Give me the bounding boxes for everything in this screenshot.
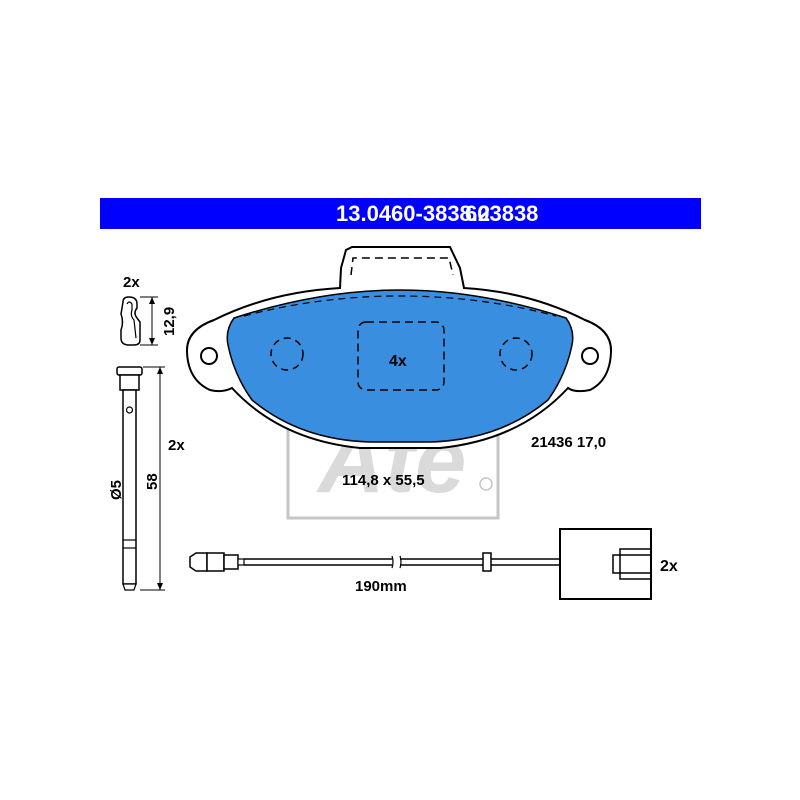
- part-number-banner: 13.0460-3838.2 603838: [100, 198, 701, 229]
- pad-reference-label: 21436 17,0: [531, 434, 606, 451]
- sensor-quantity-label: 2x: [660, 558, 678, 575]
- wear-sensor: [189, 528, 652, 600]
- reference-number: 603838: [465, 201, 539, 226]
- left-mount-hole: [200, 347, 218, 365]
- part-number: 13.0460-3838.2: [336, 201, 491, 226]
- pin-length-label: 58: [144, 473, 161, 490]
- spring-clip: [120, 296, 158, 346]
- center-slot-outline: [357, 321, 445, 391]
- sensor-length-label: 190mm: [355, 578, 407, 595]
- pad-dimensions-label: 114,8 x 55,5: [342, 472, 425, 489]
- guide-pin: [116, 366, 165, 591]
- pad-quantity-label: 4x: [389, 353, 407, 370]
- right-mount-hole: [581, 347, 599, 365]
- left-pad-circle: [270, 337, 304, 371]
- clip-height-label: 12,9: [161, 307, 178, 336]
- friction-pad: [226, 289, 574, 443]
- right-pad-circle: [499, 337, 533, 371]
- pin-diameter-label: Ø5: [108, 480, 125, 500]
- clip-quantity-label: 2x: [123, 274, 140, 291]
- pin-quantity-label: 2x: [168, 437, 185, 454]
